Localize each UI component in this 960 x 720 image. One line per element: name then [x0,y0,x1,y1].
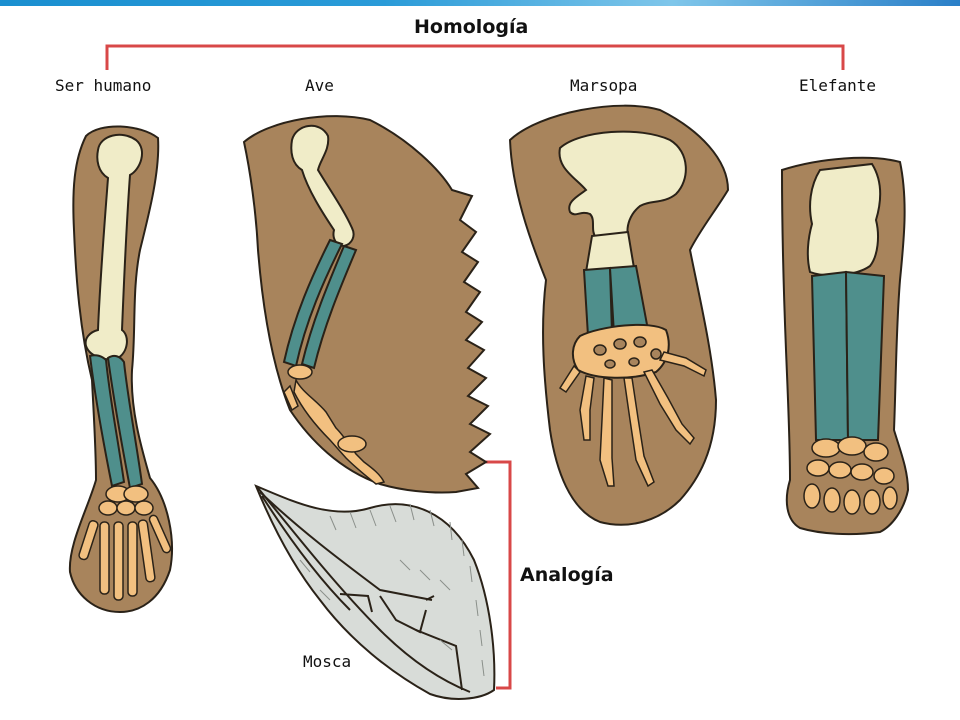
homology-bracket [105,44,845,70]
elephant-leg [780,156,910,536]
bird-wing-skin [242,115,492,494]
bird-humerus [290,125,355,248]
porpoise-radius [582,266,614,338]
fly-wing [254,484,496,700]
fly-wing-veins [257,487,471,693]
analogy-bracket [474,460,512,690]
species-label-porpoise: Marsopa [570,76,638,95]
human-radius [88,354,126,488]
porpoise-digits [558,351,707,488]
elephant-foot-bones [803,436,898,515]
porpoise-flipper [508,104,730,526]
homology-title: Homología [414,16,529,38]
species-label-fly: Mosca [303,652,352,671]
top-accent-bar [0,0,960,6]
species-label-elephant: Elefante [799,76,877,95]
bird-hand-bones [283,364,386,485]
bird-ulna [300,244,358,370]
species-label-human: Ser humano [55,76,152,95]
human-ulna [106,354,144,490]
human-arm [68,125,173,614]
human-hand-bones [78,485,172,601]
elephant-radius [810,270,850,441]
porpoise-carpal-holes [593,336,662,369]
species-label-bird: Ave [305,76,334,95]
elephant-humerus [806,162,882,277]
bird-wing [242,115,492,494]
analogy-title: Analogía [520,564,614,586]
fly-wing-hatching [299,503,485,677]
elephant-ulna [844,270,886,441]
